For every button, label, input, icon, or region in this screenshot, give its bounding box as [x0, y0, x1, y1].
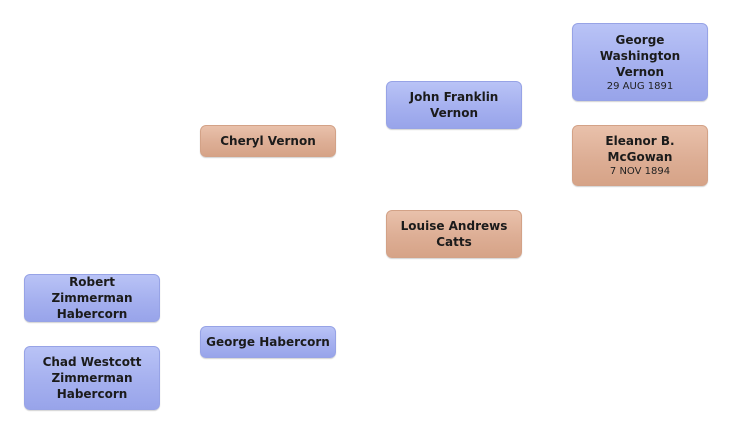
- person-eleanor-b-mcgowan[interactable]: Eleanor B. McGowan 7 NOV 1894: [572, 125, 708, 186]
- person-name: George Washington Vernon: [599, 32, 681, 79]
- person-name: Robert Zimmerman Habercorn: [51, 275, 133, 321]
- person-name: John Franklin Vernon: [409, 90, 499, 120]
- person-birth-date: 29 AUG 1891: [606, 80, 674, 92]
- person-name: Cheryl Vernon: [220, 134, 316, 148]
- person-name: Chad Westcott Zimmerman Habercorn: [42, 355, 142, 401]
- person-cheryl-vernon[interactable]: Cheryl Vernon: [200, 125, 336, 157]
- person-louise-andrews-catts[interactable]: Louise Andrews Catts: [386, 210, 522, 258]
- person-george-washington-vernon[interactable]: George Washington Vernon 29 AUG 1891: [572, 23, 708, 101]
- person-name: Louise Andrews Catts: [400, 219, 508, 249]
- person-robert-zimmerman-habercorn[interactable]: Robert Zimmerman Habercorn: [24, 274, 160, 322]
- person-george-habercorn[interactable]: George Habercorn: [200, 326, 336, 358]
- person-john-franklin-vernon[interactable]: John Franklin Vernon: [386, 81, 522, 129]
- person-name: Eleanor B. McGowan: [605, 134, 675, 164]
- person-birth-date: 7 NOV 1894: [609, 166, 671, 177]
- person-chad-westcott-zimmerman-habercorn[interactable]: Chad Westcott Zimmerman Habercorn: [24, 346, 160, 410]
- person-name: George Habercorn: [206, 335, 330, 349]
